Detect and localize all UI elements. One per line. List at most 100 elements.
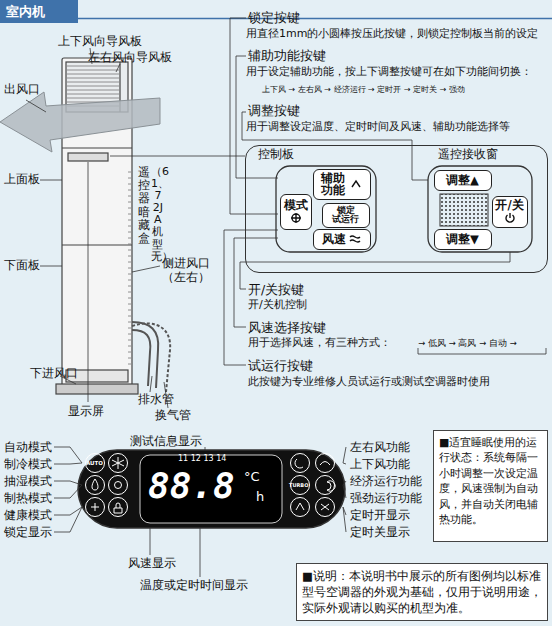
leader-line [343,463,346,464]
leader-line [343,485,346,498]
intake-slot [128,346,131,347]
louver-line [67,86,119,87]
intake-slot [128,286,131,287]
leader-line [343,447,346,463]
leader-line [54,481,82,485]
callout-label: 排水管 [138,392,174,406]
note-box: ■适宜睡眠使用的运行状态：系统每隔一小时调整一次设定温度，风速强制为自动风，并自… [433,430,548,542]
airflow-arrow [0,92,160,152]
button-symbol [350,178,362,190]
intake-slot [128,328,131,329]
callout-label: 制冷模式 [4,457,52,471]
leader-line [343,507,346,532]
louver-line [67,66,119,67]
icon-ring [86,476,105,495]
icon-ring [316,454,335,473]
intake-slot [128,256,131,257]
leader-lines [26,100,46,112]
indoor-unit [62,147,132,148]
button-groups [276,166,376,252]
button: 辅助功能 [313,169,371,200]
icon-ring [86,498,105,517]
node-text: 试运行 [332,215,359,225]
callout-label: 用于选择风速，有三种方式： [248,336,391,349]
leader-lines [132,266,160,272]
button-symbol [291,213,301,223]
callout-label: 左右风向导风板 [88,50,172,64]
button: 开/关 [492,196,528,228]
icon-ring [291,454,310,473]
indoor-unit [56,384,138,394]
leader-lines [88,162,89,402]
callout-label: 经济运行功能 [350,474,422,488]
sun-icon [115,482,122,489]
node-text: 模式 [284,199,308,212]
callout-label: 风速选择按键 [248,320,326,335]
leader-lines [110,156,245,157]
leader-lines [26,18,546,577]
timer-icon [296,503,304,510]
node-text: °C [244,470,260,483]
intake-slot [128,178,131,179]
callout-label: 侧进风口 （左右） [162,256,222,285]
intake-slot [128,304,131,305]
callout-label: 制热模式 [4,491,52,505]
button: 模式 [280,194,312,230]
icon-ring [291,498,310,517]
display-panel [78,450,345,528]
leader-line [54,485,82,498]
intake-slot [128,232,131,233]
icon-ring [316,476,335,495]
node-text: 11 12 13 14 [178,455,226,463]
callout-label: 显示屏 [68,404,104,418]
callout-label: 上下风 → 左右风 → 经济运行 → 定时开 → 定时关 → 强劲 [262,85,465,95]
control-panel: 控制板遥控接收窗辅助功能模式锁定试运行风速调整▲开/关调整▼ [245,145,548,273]
intake-slot [128,358,131,359]
intake-slot [128,352,131,353]
button-groups [428,166,532,252]
lock-icon [114,503,122,513]
pipes [132,330,150,386]
louver-line [67,82,119,83]
icon-ring [316,498,335,517]
leader-line [343,481,346,485]
swing-icon [295,459,303,468]
button-symbol [290,212,302,224]
louver-line [67,78,119,79]
node-text: 开/关 [495,199,523,212]
callout-label: 上下风功能 [350,457,410,471]
node-text: 风速 [322,232,346,247]
leader-line [54,463,82,464]
callout-label: 用于设定辅助功能，按上下调整按键可在如下功能间切换： [246,65,532,78]
intake-slot [128,334,131,335]
callout-label: 测试信息显示 [130,434,202,448]
node-text: h [256,490,264,503]
button: 调整▲ [434,170,492,191]
intake-slot [128,220,131,221]
node-text: 调整▼ [446,232,479,247]
button-symbol [504,212,516,224]
intake-slot [128,316,131,317]
intake-slot [128,262,131,263]
callout-label: 强劲运行功能 [350,491,422,505]
leader-lines [200,526,201,577]
callout-label: 定时开显示 [350,508,410,522]
icon-ring [109,498,128,517]
intake-slot [128,172,131,173]
callout-label: 温度或定时时间显示 [140,578,248,592]
display-readout: 11 12 13 1488.8°Ch [140,452,282,524]
intake-slot [128,280,131,281]
snowflake-icon [112,457,124,469]
intake-slot [128,190,131,191]
timer-icon [321,504,329,510]
icon-ring [109,454,128,473]
intake-slot [128,322,131,323]
button-symbol [350,236,360,242]
intake-slot [128,214,131,215]
callout-label: 开/关按键 [248,282,304,297]
display-panel [78,450,345,528]
callout-label: 下进风口 [30,366,78,380]
leader-line [54,507,82,532]
intake-slot [128,238,131,239]
